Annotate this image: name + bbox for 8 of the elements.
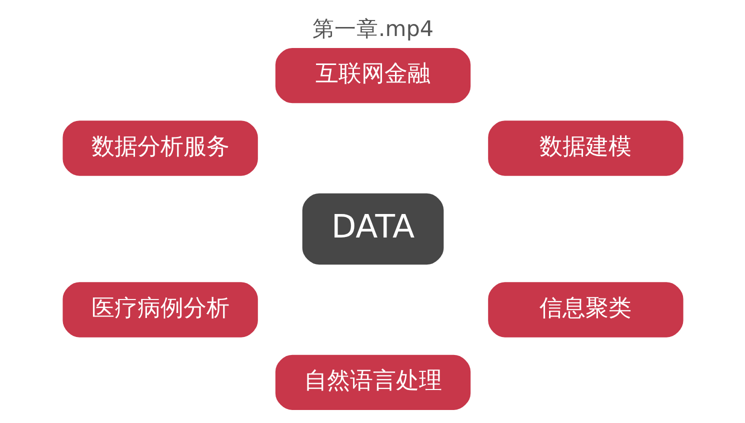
node-box: 互联网金融 [274, 48, 470, 104]
node-box: 信息聚类 [488, 282, 683, 338]
diagram-title: 第一章.mp4 [312, 17, 434, 42]
node-box: 医疗病例分析 [62, 282, 258, 338]
node-box: 数据分析服务 [62, 120, 258, 176]
node-box: 自然语言处理 [274, 354, 470, 410]
node-box: 数据建模 [488, 120, 683, 176]
node-box: DATA [302, 193, 444, 265]
